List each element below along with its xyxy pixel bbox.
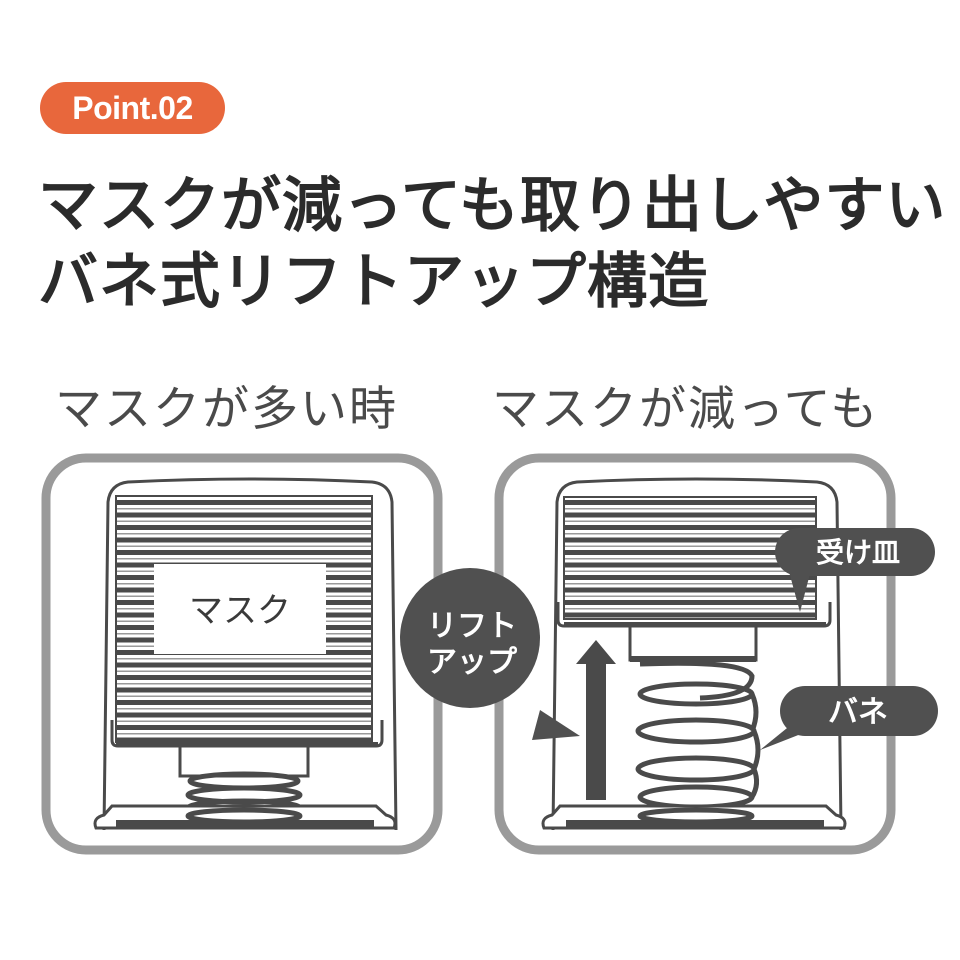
callout-spring: バネ (760, 686, 938, 750)
title-line-1: マスクが減っても取り出しやすい (38, 171, 947, 241)
panel-heading-many-masks: マスクが多い時 (55, 382, 398, 437)
tray-neck (628, 624, 758, 662)
spring-extended (635, 660, 761, 810)
mask-label: マスク (189, 591, 291, 631)
lift-up-arrow-icon (576, 640, 616, 800)
callout-spring-label: バネ (828, 695, 888, 730)
case-outline (551, 477, 843, 831)
page-title: マスクが減っても取り出しやすい バネ式リフトアップ構造 (38, 168, 946, 320)
callout-lift-up: リフト アップ (400, 568, 580, 740)
mask-stack-reduced (563, 496, 817, 620)
panel-many-masks: マスク (41, 453, 443, 855)
callout-tray-label: 受け皿 (816, 536, 900, 569)
point-badge: Point.02 (40, 82, 225, 134)
callout-lift-up-line-2: アップ (427, 645, 518, 680)
mask-label-box (154, 564, 326, 654)
panel-heading-fewer-masks: マスクが減っても (492, 382, 880, 437)
callout-lift-up-line-1: リフト (427, 609, 517, 644)
case-outline (102, 477, 398, 831)
panel-fewer-masks: リフト アップ 受け皿 バネ (400, 453, 938, 855)
callout-tray: 受け皿 (775, 528, 935, 612)
title-line-2: バネ式リフトアップ構造 (38, 247, 709, 317)
